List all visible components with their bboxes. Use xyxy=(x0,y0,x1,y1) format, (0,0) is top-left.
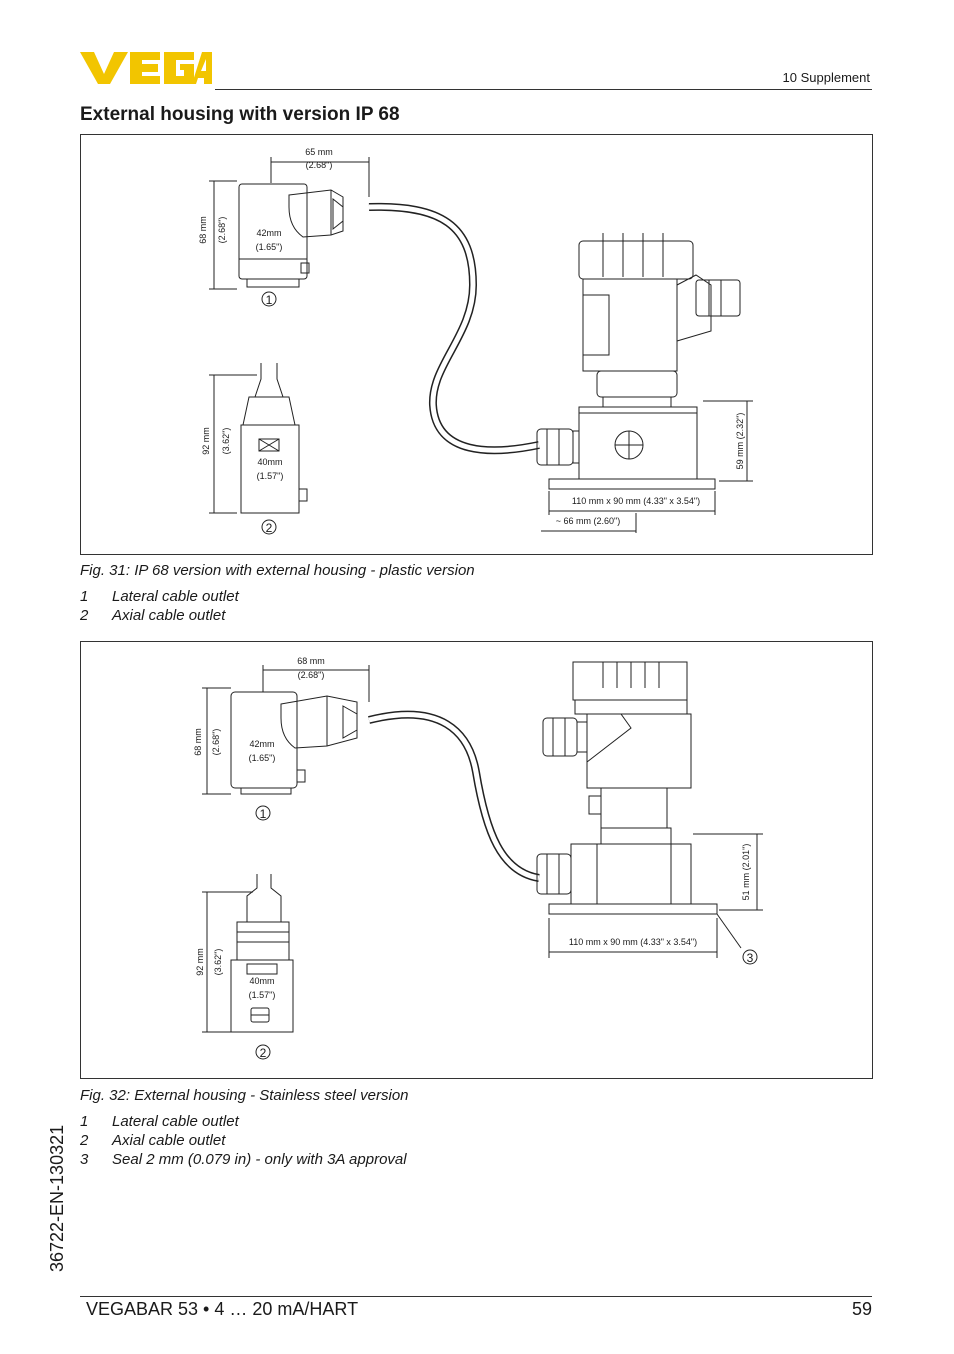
figure-31-frame: 65 mm (2.68") 68 mm (2.68") 42mm (1.65")… xyxy=(80,134,873,555)
dim-label: 40mm xyxy=(257,457,282,467)
figure-31-caption: Fig. 31: IP 68 version with external hou… xyxy=(80,562,475,579)
callout-1: 1 xyxy=(266,293,273,307)
dim-label: 110 mm x 90 mm (4.33" x 3.54") xyxy=(569,937,697,947)
dim-label: (1.65") xyxy=(249,753,276,763)
dim-label: (2.68") xyxy=(217,217,227,244)
figure-32-frame: 68 mm (2.68") 68 mm (2.68") 42mm (1.65")… xyxy=(80,641,873,1079)
callout-2: 2 xyxy=(266,521,273,535)
dim-label: (1.57") xyxy=(257,471,284,481)
dim-label: 65 mm xyxy=(305,147,333,157)
callout-3: 3 xyxy=(747,951,754,965)
section-title: External housing with version IP 68 xyxy=(80,104,400,125)
dim-label: 40mm xyxy=(249,976,274,986)
page-number: 59 xyxy=(851,1299,872,1319)
dim-label: ~ 66 mm (2.60") xyxy=(556,516,620,526)
dim-label: 59 mm (2.32") xyxy=(735,413,745,470)
figure-31-drawing: 65 mm (2.68") 68 mm (2.68") 42mm (1.65")… xyxy=(198,147,753,535)
footer-title: VEGABAR 53 • 4 … 20 mA/HART xyxy=(86,1299,359,1319)
figure-32-caption: Fig. 32: External housing - Stainless st… xyxy=(80,1087,409,1104)
vega-logo xyxy=(80,52,212,84)
dim-label: 42mm xyxy=(256,228,281,238)
dim-label: (2.68") xyxy=(211,729,221,756)
dim-label: 110 mm x 90 mm (4.33" x 3.54") xyxy=(572,496,700,506)
dim-label: 68 mm xyxy=(193,728,203,756)
callout-1: 1 xyxy=(260,807,267,821)
dim-label: (3.62") xyxy=(213,949,223,976)
chapter-label: 10 Supplement xyxy=(782,70,870,85)
dim-label: (2.68") xyxy=(306,160,333,170)
callout-2: 2 xyxy=(260,1046,267,1060)
header-rule xyxy=(215,89,872,90)
dim-label: (1.57") xyxy=(249,990,276,1000)
footer-rule xyxy=(80,1296,872,1297)
figure-32-drawing: 68 mm (2.68") 68 mm (2.68") 42mm (1.65")… xyxy=(193,656,763,1060)
dim-label: (1.65") xyxy=(256,242,283,252)
dim-label: 68 mm xyxy=(198,216,208,244)
dim-label: 42mm xyxy=(249,739,274,749)
dim-label: 92 mm xyxy=(195,948,205,976)
side-document-id: 36722-EN-130321 xyxy=(47,1124,67,1272)
dim-label: 68 mm xyxy=(297,656,325,666)
dim-label: 92 mm xyxy=(201,427,211,455)
dim-label: (2.68") xyxy=(298,670,325,680)
dim-label: 51 mm (2.01") xyxy=(741,844,751,901)
dim-label: (3.62") xyxy=(221,428,231,455)
